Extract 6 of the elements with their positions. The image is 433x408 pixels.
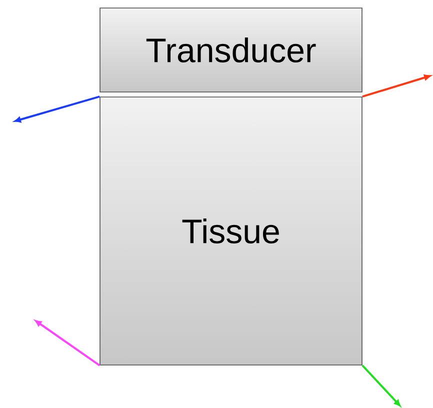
- arrow: [35, 320, 100, 366]
- box: Transducer: [100, 8, 362, 92]
- arrow: [362, 74, 430, 98]
- arrow: [14, 96, 100, 122]
- arrow: [362, 364, 400, 406]
- box: Tissue: [100, 96, 362, 366]
